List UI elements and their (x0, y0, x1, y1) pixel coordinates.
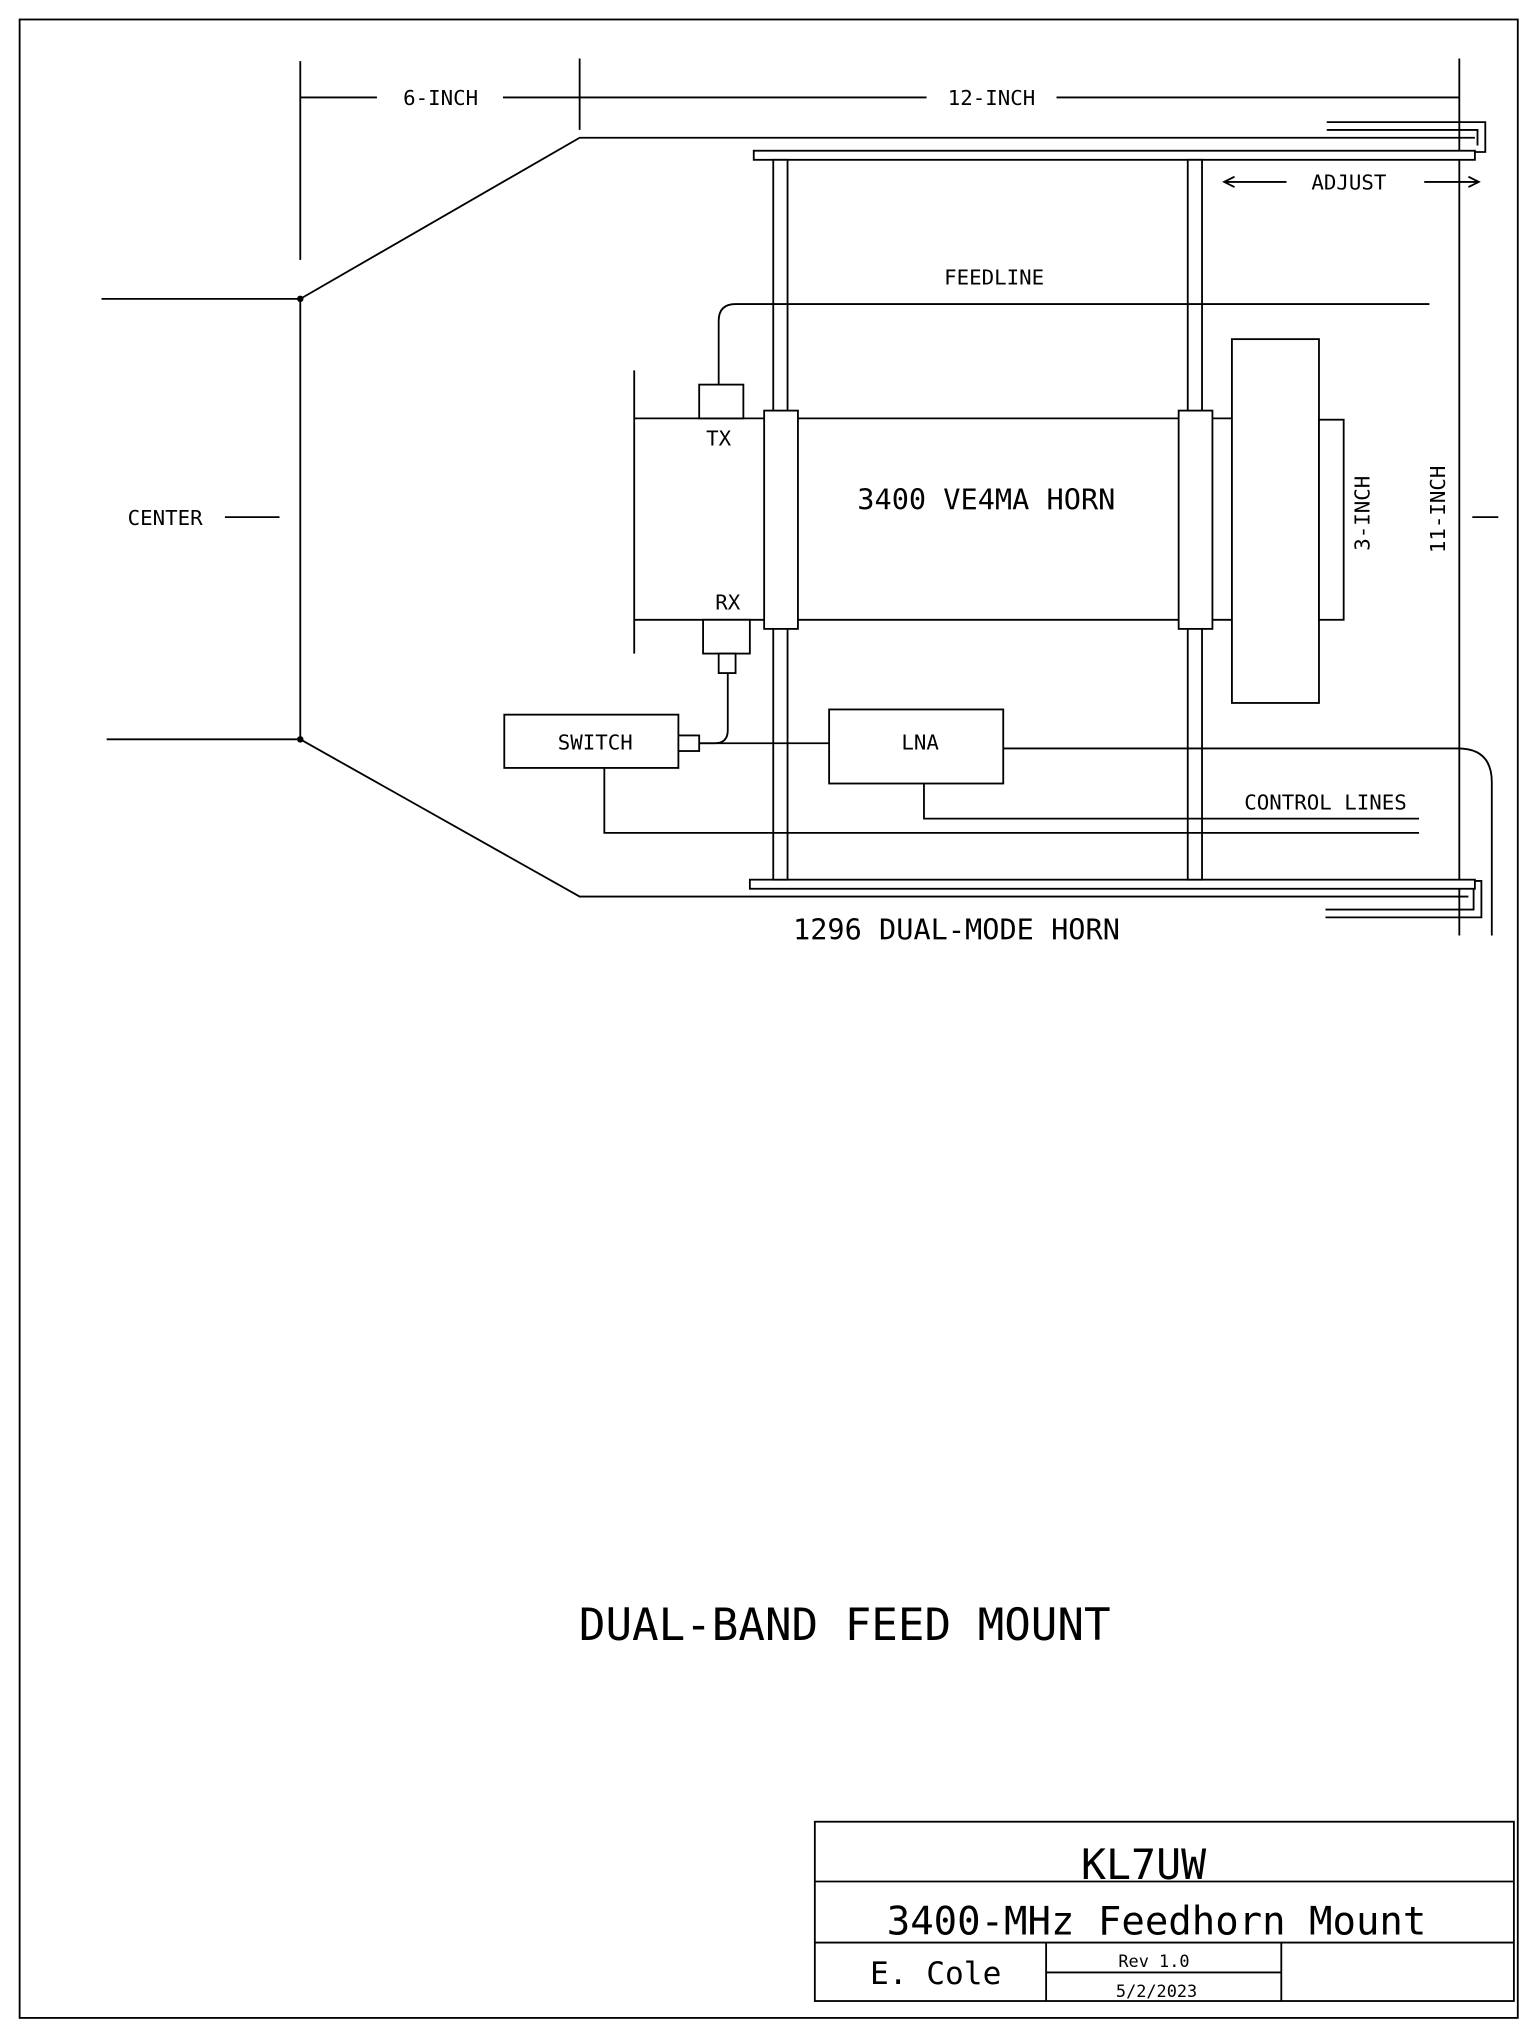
collar-right (1177, 409, 1214, 630)
dimension-lines (299, 58, 1461, 936)
tx-label: TX (706, 427, 732, 451)
collar-left (763, 409, 799, 630)
dim-3-inch: 3-INCH (1351, 476, 1375, 551)
lna-output-line (1003, 747, 1493, 936)
horn-flange (1231, 338, 1320, 704)
drawing-title: DUAL-BAND FEED MOUNT (579, 1600, 1111, 1651)
rx-connector-pin (717, 652, 737, 674)
switch-box (503, 713, 680, 769)
dim-6-inch: 6-INCH (403, 86, 478, 110)
title-block-company: KL7UW (1081, 1840, 1207, 1889)
rx-cable (699, 673, 729, 745)
sheet-border (18, 18, 1519, 2019)
adjust-label: ADJUST (1311, 171, 1387, 195)
dim-11-inch: 11-INCH (1426, 466, 1450, 554)
lna-box (828, 708, 1005, 785)
switch-label: SWITCH (558, 731, 633, 755)
control-line-switch (603, 767, 1420, 834)
title-block-title: 3400-MHz Feedhorn Mount (887, 1900, 1427, 1945)
adjust-bracket-top (1326, 121, 1487, 153)
control-lines-label: CONTROL LINES (1244, 791, 1407, 815)
control-line-lna (923, 783, 1420, 820)
title-block-revision: Rev 1.0 (1118, 1951, 1189, 1971)
horn-3400-label: 3400 VE4MA HORN (857, 482, 1115, 516)
tx-connector (698, 383, 745, 420)
bottom-mounting-plate (748, 878, 1476, 890)
rx-connector (702, 618, 751, 655)
center-label: CENTER (128, 506, 204, 530)
feedline-label: FEEDLINE (944, 266, 1044, 290)
dual-mode-horn-outline (101, 136, 1475, 898)
feedline (717, 303, 1430, 385)
horn-1296-label: 1296 DUAL-MODE HORN (793, 912, 1120, 946)
adjust-arrows (1222, 175, 1481, 188)
switch-connector (677, 734, 701, 752)
dim-12-inch: 12-INCH (948, 86, 1036, 110)
horn-aperture (1318, 418, 1345, 621)
title-block (813, 1820, 1515, 2002)
rx-label: RX (715, 590, 741, 614)
adjust-bracket-bottom (1325, 880, 1483, 919)
lna-label: LNA (901, 731, 939, 755)
title-block-author: E. Cole (870, 1956, 1001, 1992)
top-mounting-plate (752, 149, 1476, 161)
title-block-date: 5/2/2023 (1116, 1981, 1197, 2001)
